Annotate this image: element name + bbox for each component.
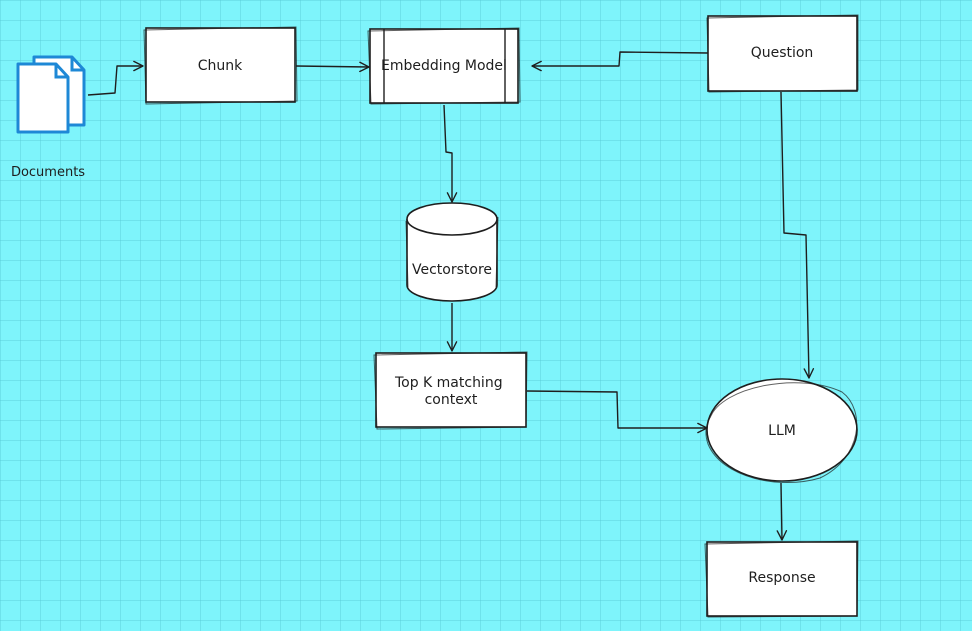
documents-node: Documents [11, 55, 86, 180]
embedding-model-label: Embedding Model [381, 58, 507, 74]
edge-documents-to-chunk [87, 60, 144, 96]
edge-embedding-model-to-vectorstore [443, 104, 458, 203]
question-node: Question [706, 14, 859, 93]
llm-label: LLM [768, 423, 796, 439]
question-label: Question [751, 45, 814, 61]
edges [87, 51, 815, 541]
response-label: Response [748, 570, 815, 586]
edge-top-k-to-llm [526, 390, 708, 434]
svg-text:Top K matching context: Top K matching context [394, 375, 507, 408]
chunk-label: Chunk [198, 58, 243, 74]
edge-llm-to-response [776, 482, 788, 541]
documents-icon [16, 55, 86, 134]
chunk-node: Chunk [143, 26, 298, 105]
edge-question-to-embedding-model [531, 51, 709, 72]
top-k-node: Top K matching context [373, 351, 528, 430]
response-node: Response [704, 540, 859, 618]
documents-label: Documents [11, 165, 85, 180]
edge-chunk-to-embedding-model [295, 61, 370, 73]
llm-node: LLM [705, 378, 858, 484]
vectorstore-label: Vectorstore [412, 262, 492, 278]
embedding-model-node: Embedding Model [367, 27, 521, 105]
top-k-label-line2: context [425, 392, 478, 408]
edge-question-to-llm [780, 91, 815, 379]
vectorstore-node: Vectorstore [405, 202, 499, 302]
top-k-label-line1: Top K matching [394, 375, 503, 391]
